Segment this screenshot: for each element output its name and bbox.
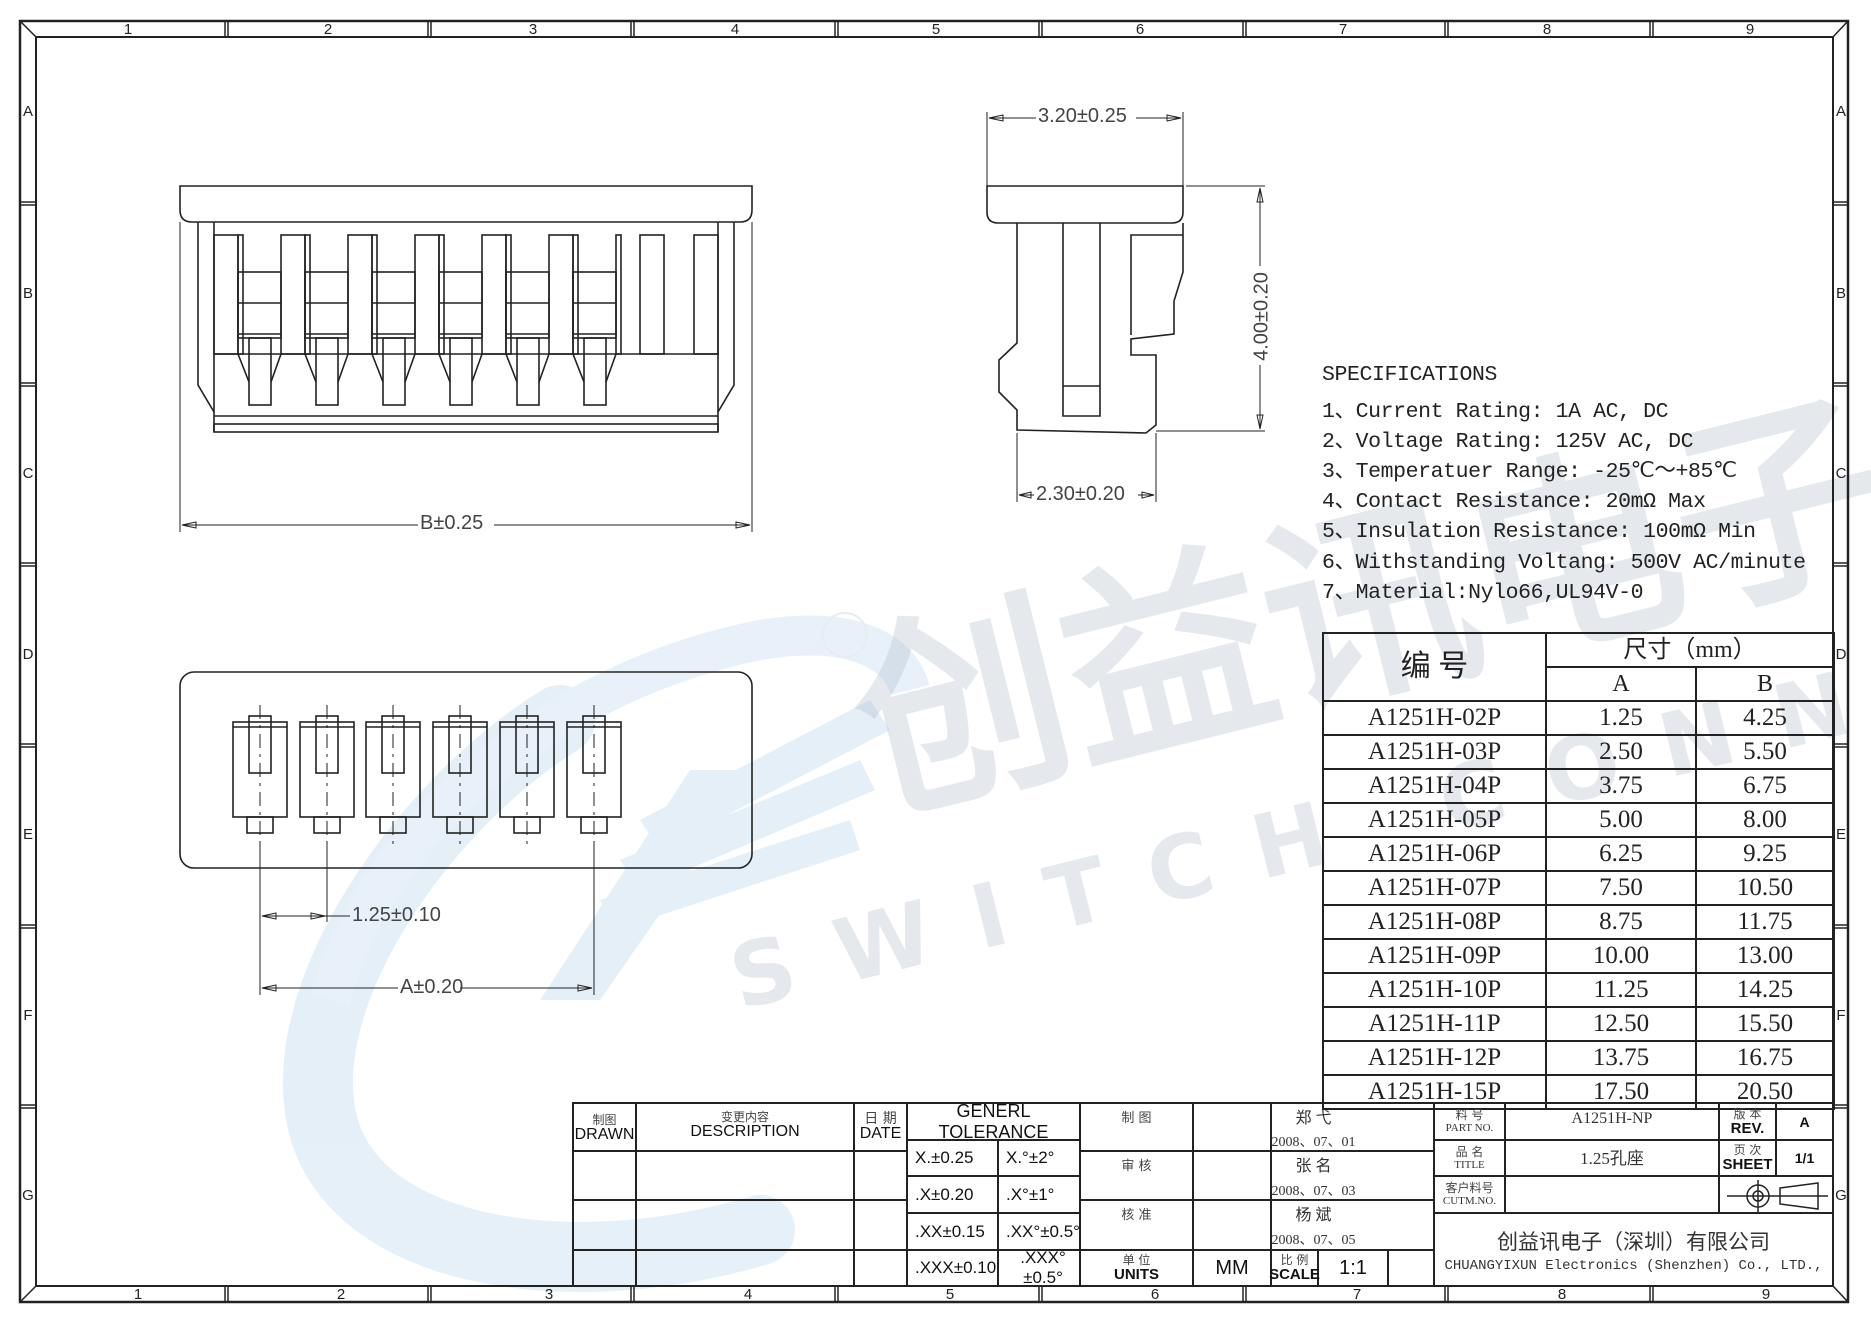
scale-value: 1:1 — [1339, 1256, 1367, 1279]
dim-span-label: A±0.20 — [400, 976, 464, 998]
dim-b-label: B±0.25 — [420, 512, 484, 534]
units-value: MM — [1215, 1256, 1249, 1279]
dim-height-label: 4.00±0.20 — [1250, 272, 1273, 361]
header-part-no: 编 号 — [1322, 632, 1547, 702]
approval-name: 杨 斌 — [1295, 1206, 1332, 1224]
column-dividers — [224, 21, 1654, 1302]
spec-item: 6、Withstanding Voltang: 500V AC/minute — [1322, 551, 1806, 575]
approval-name: 张 名 — [1295, 1157, 1332, 1175]
sheet-value: 1/1 — [1794, 1150, 1815, 1166]
tolerance-linear: .XX±0.15 — [915, 1221, 985, 1241]
outer-frame — [18, 19, 1850, 1304]
drawn-header: 制图 DRAWN — [574, 1113, 635, 1143]
approval-name: 郑 弋 — [1295, 1109, 1332, 1127]
spec-item: 3、Temperatuer Range: -25℃～+85℃ — [1322, 460, 1737, 484]
header-size: 尺寸（mm） — [1545, 632, 1835, 668]
approval-role: 审 核 — [1121, 1158, 1152, 1174]
title-label: 品 名 TITLE — [1454, 1144, 1485, 1171]
customer-no-label: 客户料号 CUTM.NO. — [1442, 1181, 1497, 1208]
tolerance-angular: X.°±2° — [1006, 1148, 1055, 1167]
company-name-cn: 创益讯电子（深圳）有限公司 — [1497, 1230, 1770, 1254]
title-value: 1.25孔座 — [1580, 1148, 1644, 1168]
dim-pitch-label: 1.25±0.10 — [352, 904, 441, 926]
tolerance-angular: .XXX°±0.5° — [1020, 1248, 1066, 1287]
tolerance-angular: .XX°±0.5° — [1006, 1221, 1080, 1241]
spec-title: SPECIFICATIONS — [1322, 363, 1498, 387]
spec-item: 4、Contact Resistance: 20mΩ Max — [1322, 490, 1706, 514]
description-header: 变更内容 DESCRIPTION — [690, 1110, 800, 1140]
customer-no-value — [1505, 1176, 1719, 1213]
units-label: 单 位 UNITS — [1114, 1253, 1159, 1283]
rev-value: A — [1799, 1113, 1810, 1130]
row-dividers — [20, 201, 1848, 1109]
spec-item: 7、Material:Nylo66,UL94V-0 — [1322, 581, 1644, 605]
part-no-value: A1251H-NP — [1571, 1110, 1653, 1127]
tolerance-linear: .XXX±0.10 — [915, 1258, 997, 1277]
header-col-a: A — [1545, 666, 1697, 702]
approval-date: 2008、07、05 — [1271, 1233, 1356, 1248]
part-no-label: 料 号 PART NO. — [1445, 1108, 1494, 1135]
tolerance-linear: .X±0.20 — [915, 1184, 974, 1204]
sheet-label: 页 次 SHEET — [1722, 1143, 1773, 1173]
projection-symbol-icon — [1727, 1180, 1828, 1212]
front-view — [179, 185, 753, 532]
spec-item: 1、Current Rating: 1A AC, DC — [1322, 400, 1669, 424]
header-col-b: B — [1695, 666, 1835, 702]
bottom-pins — [232, 705, 622, 844]
spec-item: 2、Voltage Rating: 125V AC, DC — [1322, 430, 1694, 454]
dim-width-label: 3.20±0.25 — [1038, 105, 1127, 127]
spec-item: 5、Insulation Resistance: 100mΩ Min — [1322, 520, 1756, 544]
side-view — [986, 112, 1265, 502]
title-block-lines — [572, 1102, 1834, 1287]
tolerance-angular: .X°±1° — [1006, 1184, 1055, 1204]
approval-date: 2008、07、03 — [1271, 1183, 1356, 1199]
approval-role: 核 准 — [1121, 1207, 1152, 1223]
company-name-en: CHUANGYIXUN Electronics (Shenzhen) Co., … — [1444, 1258, 1823, 1274]
dim-depth-label: 2.30±0.20 — [1036, 483, 1125, 505]
bottom-view — [179, 671, 753, 995]
approval-date: 2008、07、01 — [1271, 1134, 1356, 1150]
tolerance-linear: X.±0.25 — [915, 1148, 974, 1167]
date-header: 日 期 DATE — [859, 1111, 902, 1142]
front-contacts — [213, 234, 719, 406]
scale-label: 比 例 SCALE — [1269, 1253, 1320, 1283]
tolerance-title: GENERL TOLERANCE — [938, 1100, 1049, 1142]
approval-role: 制 图 — [1121, 1110, 1152, 1126]
rev-label: 版 本 REV. — [1730, 1106, 1765, 1137]
